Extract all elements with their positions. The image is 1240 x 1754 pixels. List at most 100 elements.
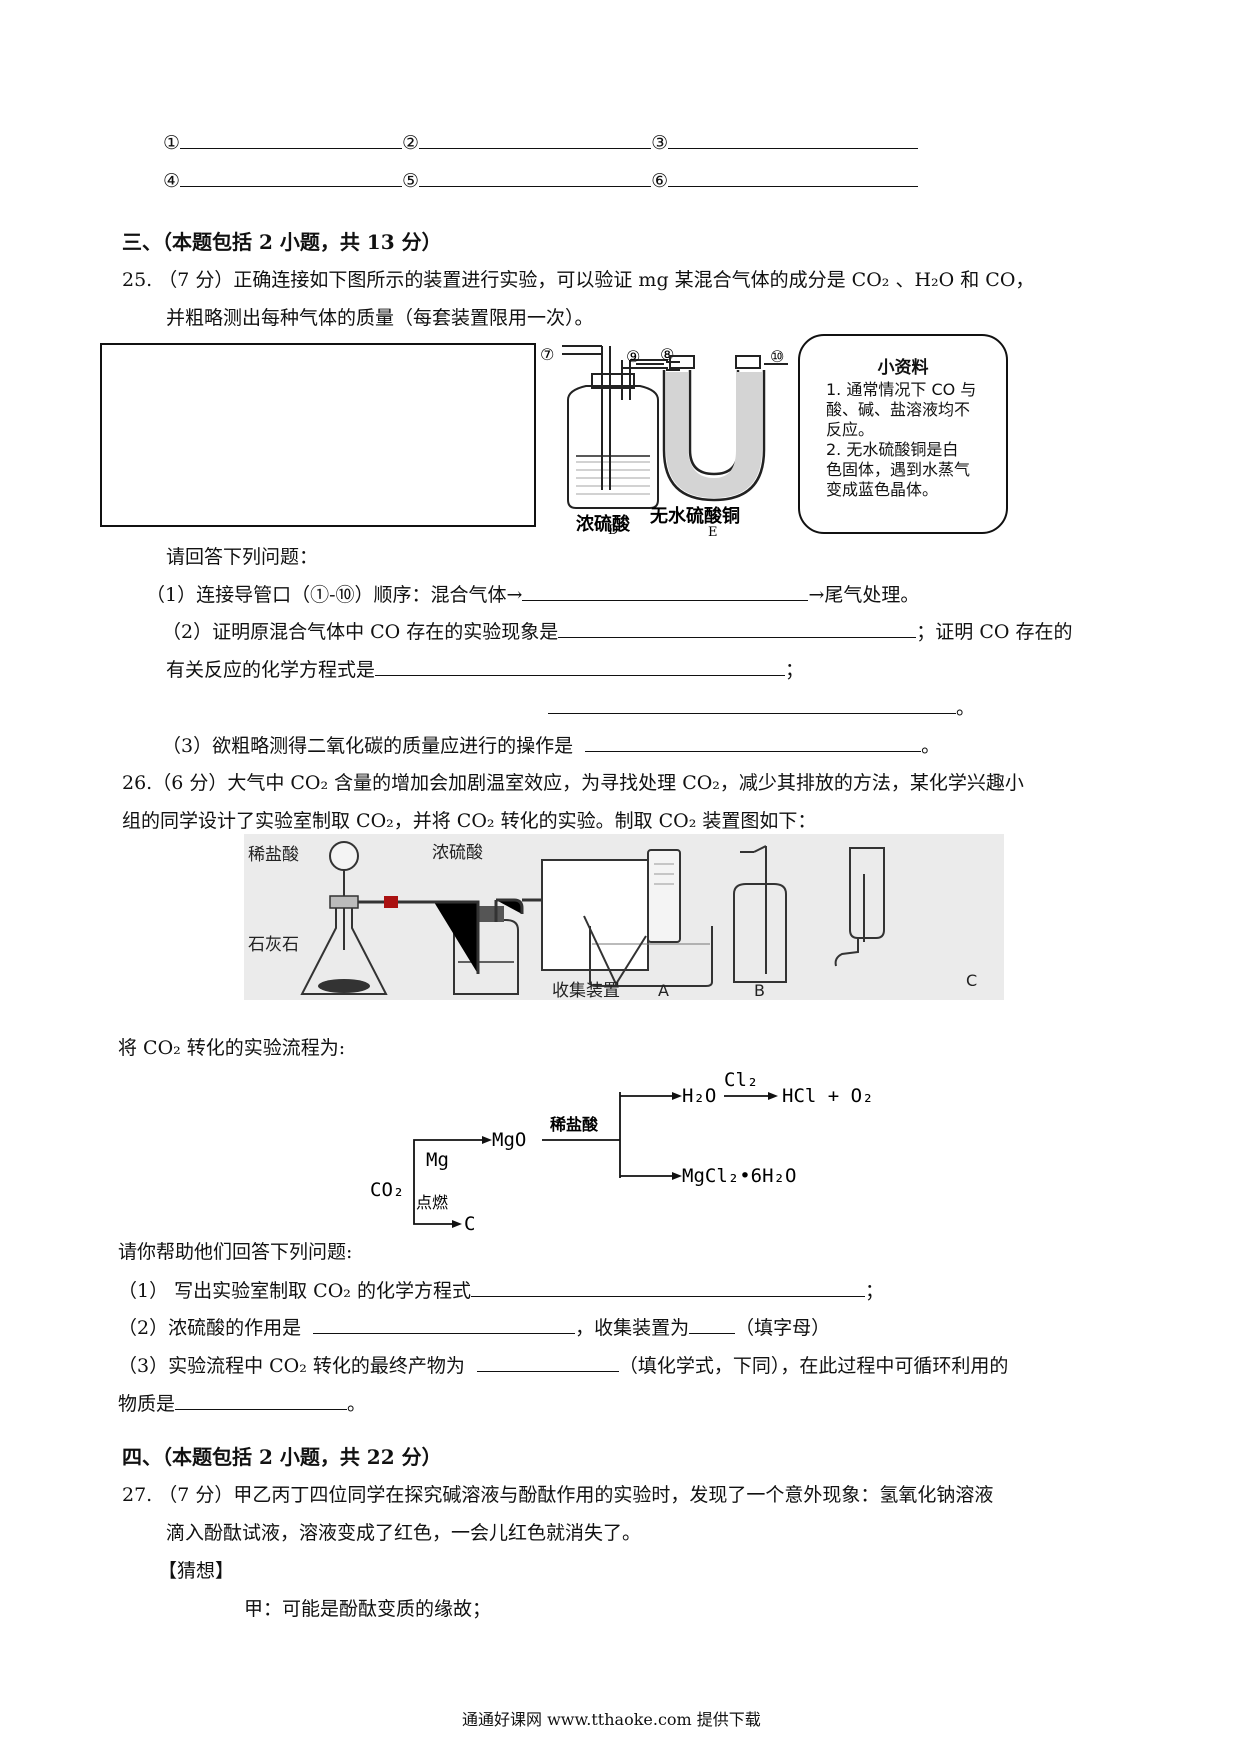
q26-sub3-line2: 物质是。 <box>118 1389 366 1418</box>
q26-sub1-end: ； <box>864 1280 884 1302</box>
label-dilute-hcl: 稀盐酸 <box>248 845 299 865</box>
port-9: ⑨ <box>626 347 640 366</box>
collection-box <box>541 859 649 971</box>
q25-sub2-period: 。 <box>956 697 976 719</box>
label-c: C <box>966 971 977 990</box>
section-3-heading: 三、（本题包括 2 小题，共 13 分） <box>122 230 442 254</box>
collect-bottle-c <box>834 847 885 967</box>
q27-guess-heading: 【猜想】 <box>158 1560 235 1582</box>
answer-blank-6[interactable] <box>668 166 919 187</box>
port-7: ⑦ <box>540 345 554 364</box>
section-4-heading: 四、（本题包括 2 小题，共 22 分） <box>122 1445 442 1469</box>
info-note-box: 小资料 1. 通常情况下 CO 与 酸、碱、盐溶液均不 反应。 2. 无水硫酸铜… <box>798 334 1008 534</box>
q25-apparatus-figure: ⑦ ⑧ 浓硫酸 D ⑨ ⑩ 无水硫酸铜 E <box>540 345 788 540</box>
bottle-d-letter: D <box>608 523 618 538</box>
q26-sub3: （3）实验流程中 CO₂ 转化的最终产物为（填化学式，下同），在此过程中可循环利… <box>118 1351 1008 1380</box>
flow-mg: Mg <box>426 1149 449 1171</box>
blank-label-2: ② <box>402 132 420 154</box>
q25-sub2-semicolon: ； <box>785 659 805 681</box>
wash-bottle-d <box>562 345 668 509</box>
blank-row-1: ① ② ③ <box>163 128 919 157</box>
q26-line1: 26.（6 分）大气中 CO₂ 含量的增加会加剧温室效应，为寻找处理 CO₂，减… <box>122 772 1024 794</box>
q26-sub3-mid: （填化学式，下同），在此过程中可循环利用的 <box>618 1355 1009 1377</box>
answer-diagram-box <box>100 343 536 527</box>
q25-sub1: （1）连接导管口（①-⑩）顺序：混合气体→ →尾气处理。 <box>146 580 919 609</box>
flow-hcl-o2: HCl + O₂ <box>782 1085 874 1107</box>
q26-sub3-period: 。 <box>347 1393 367 1415</box>
q25-line1: 25. （7 分）正确连接如下图所示的装置进行实验，可以验证 mg 某混合气体的… <box>122 269 1035 291</box>
q25-sub3-text: （3）欲粗略测得二氧化碳的质量应进行的操作是 <box>162 735 574 757</box>
info-note-line: 变成蓝色晶体。 <box>826 480 939 499</box>
answer-blank-3[interactable] <box>668 128 919 149</box>
flow-intro: 将 CO₂ 转化的实验流程为: <box>118 1037 346 1059</box>
blank-label-1: ① <box>163 132 181 154</box>
flow-mgo: MgO <box>492 1129 526 1151</box>
q26-line2: 组的同学设计了实验室制取 CO₂，并将 CO₂ 转化的实验。制取 CO₂ 装置图… <box>122 810 817 832</box>
q26-sub2-text: （2）浓硫酸的作用是 <box>118 1317 302 1339</box>
flow-ignite: 点燃 <box>416 1193 448 1212</box>
q26-sub2-end: （填字母） <box>735 1317 831 1339</box>
q27-line2: 滴入酚酞试液，溶液变成了红色，一会儿红色就消失了。 <box>166 1522 642 1544</box>
info-note-line: 色固体，遇到水蒸气 <box>826 460 971 479</box>
q26-sub2-blank-1[interactable] <box>313 1313 576 1334</box>
q25-sub3-blank[interactable] <box>585 731 922 752</box>
q25-sub2-mid: ；证明 CO 存在的 <box>916 621 1073 643</box>
q25-sub2-eq-text: 有关反应的化学方程式是 <box>166 659 376 681</box>
q26-sub3-blank-1[interactable] <box>476 1351 619 1372</box>
co2-apparatus-figure: 稀盐酸 浓硫酸 石灰石 收集装置 A B C <box>244 834 1004 1000</box>
page-footer: 通通好课网 www.tthaoke.com 提供下载 <box>462 1710 761 1729</box>
q27-line1: 27. （7 分）甲乙丙丁四位同学在探究碱溶液与酚酞作用的实验时，发现了一个意外… <box>122 1484 994 1506</box>
q25-sub3-period: 。 <box>921 735 941 757</box>
info-note-line: 2. 无水硫酸铜是白 <box>826 440 959 459</box>
info-note-line: 酸、碱、盐溶液均不 <box>826 400 971 419</box>
collect-bottle-b <box>733 845 787 983</box>
info-note-line: 反应。 <box>826 420 875 439</box>
q26-prompt: 请你帮助他们回答下列问题: <box>118 1241 353 1263</box>
q25-line2: 并粗略测出每种气体的质量（每套装置限用一次）。 <box>166 307 594 329</box>
q27-guess-jia: 甲：可能是酚酞变质的缘故； <box>244 1598 492 1620</box>
label-conc-h2so4: 浓硫酸 <box>432 843 483 863</box>
q25-sub2-eq-blank[interactable] <box>375 655 786 676</box>
q26-sub1-blank[interactable] <box>470 1276 865 1297</box>
flow-c: C <box>464 1213 475 1235</box>
blank-label-4: ④ <box>163 170 181 192</box>
q25-sub2-blank[interactable] <box>558 617 917 638</box>
answer-blank-5[interactable] <box>419 166 652 187</box>
q26-sub3-blank-2[interactable] <box>175 1389 348 1410</box>
answer-blank-4[interactable] <box>180 166 403 187</box>
water-trough-a <box>583 849 713 987</box>
q26-sub2-mid: ，收集装置为 <box>575 1317 690 1339</box>
q25-sub3: （3）欲粗略测得二氧化碳的质量应进行的操作是 。 <box>162 731 940 760</box>
blank-label-6: ⑥ <box>651 170 669 192</box>
answer-blank-2[interactable] <box>419 128 652 149</box>
q26-sub1: （1） 写出实验室制取 CO₂ 的化学方程式 ； <box>118 1276 884 1305</box>
flow-co2: CO₂ <box>370 1179 404 1201</box>
wash-bottle <box>434 898 544 995</box>
co2-conversion-flow: CO₂ Mg 点燃 MgO 稀盐酸 C H₂O Cl₂ HCl + O₂ MgC… <box>370 1072 874 1235</box>
q25-sub2-eq-blank-2[interactable] <box>548 693 956 714</box>
answer-blank-1[interactable] <box>180 128 403 149</box>
label-collect-device: 收集装置 <box>552 981 620 1000</box>
q25-sub2-text: （2）证明原混合气体中 CO 存在的实验现象是 <box>162 621 559 643</box>
q25-sub2-line3: 。 <box>548 693 975 722</box>
blank-label-3: ③ <box>651 132 669 154</box>
u-tube-e <box>636 355 788 502</box>
info-note-line: 1. 通常情况下 CO 与 <box>826 380 977 399</box>
q25-sub1-blank[interactable] <box>522 580 809 601</box>
q25-sub2: （2）证明原混合气体中 CO 存在的实验现象是 ；证明 CO 存在的 <box>162 617 1073 646</box>
label-b: B <box>754 981 765 1000</box>
q26-sub1-text: （1） 写出实验室制取 CO₂ 的化学方程式 <box>118 1280 471 1302</box>
q26-sub2-blank-2[interactable] <box>689 1313 736 1334</box>
label-a: A <box>658 981 669 1000</box>
q25-sub1-end: →尾气处理。 <box>808 584 920 606</box>
info-note-title: 小资料 <box>877 358 929 378</box>
conical-flask <box>300 841 434 995</box>
q25-prompt: 请回答下列问题： <box>166 546 319 568</box>
flow-cl2: Cl₂ <box>724 1072 758 1091</box>
port-10: ⑩ <box>770 347 784 366</box>
q25-sub1-text: （1）连接导管口（①-⑩）顺序：混合气体→ <box>146 584 523 606</box>
label-limestone: 石灰石 <box>248 935 299 955</box>
q26-sub2: （2）浓硫酸的作用是 ，收集装置为 （填字母） <box>118 1313 830 1342</box>
flow-acid: 稀盐酸 <box>550 1115 599 1134</box>
